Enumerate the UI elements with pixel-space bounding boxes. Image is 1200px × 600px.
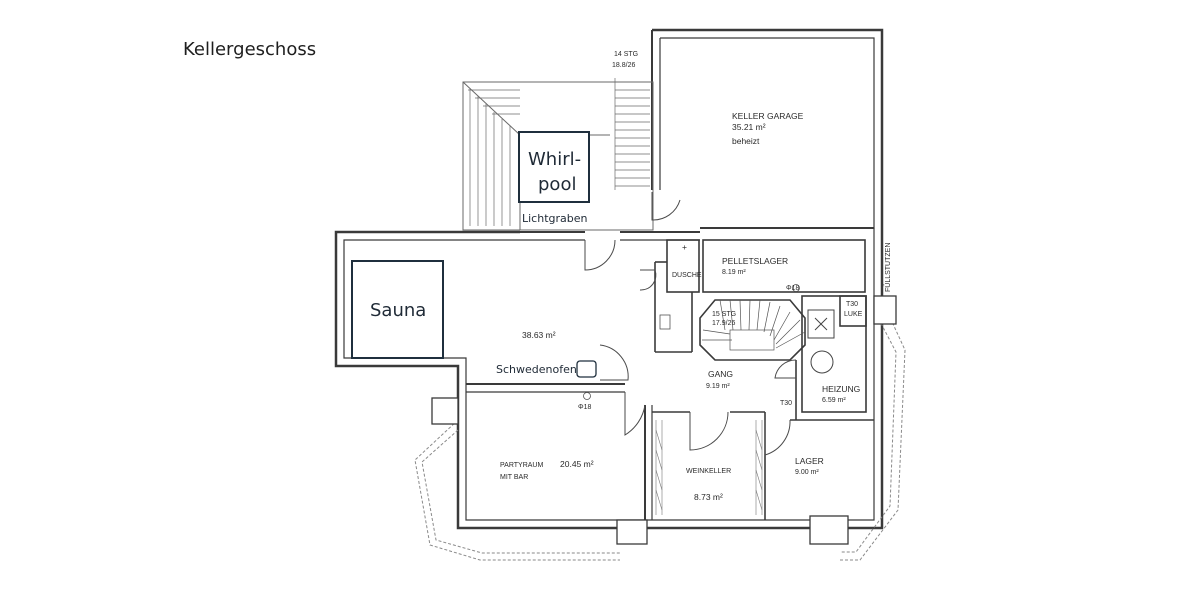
column-boxes [431,295,897,545]
weinkeller-area: 8.73 m² [694,492,723,502]
pelletslager-name: PELLETSLAGER [722,256,788,266]
column-box-3 [809,515,849,545]
column-box-2 [616,519,648,545]
dusche-walls [666,239,700,293]
walls [334,28,884,530]
doors [584,192,797,456]
partyraum-name-2: MIT BAR [500,474,528,481]
wc-fixture [659,314,671,330]
inner-stair-treads [702,299,806,351]
inner-stair-steps-label: 15 STG [712,311,736,318]
door-weinkeller [689,411,729,451]
stair-diag [462,81,521,136]
gang-area: 9.19 m² [706,383,730,390]
whirlpool-box [518,131,590,203]
outer-stair-steps-label: 14 STG [614,51,638,58]
gang-name: GANG [708,369,733,379]
diameter-label-bottom: Φ18 [578,404,591,411]
sauna-label: Sauna [370,300,426,321]
fixtures [583,284,800,400]
schwedenofen-label: Schwedenofen [496,363,577,376]
heizung-walls [801,295,867,413]
door-wc [639,269,657,291]
bay-right [840,299,906,561]
sauna-box [351,260,444,359]
outer-stair-ratio-label: 18.8/26 [612,62,635,69]
heizung-name: HEIZUNG [822,384,860,394]
column-box-1 [431,397,459,425]
door-main-gang [599,344,629,381]
garage-area: 35.21 m² [732,122,766,132]
pelletslager-area: 8.19 m² [722,269,746,276]
lichtgraben-outline [462,81,654,231]
schwedenofen-box [576,360,597,378]
garage-wall-outer [652,28,884,295]
main-outer-wall [334,230,884,530]
luke-walls [839,295,867,327]
door-north [584,239,616,271]
door-lager [764,419,791,456]
boiler-box [807,309,835,339]
heizung-equipment [807,309,835,374]
partyraum-area: 20.45 m² [560,459,594,469]
whirlpool-label-2: pool [538,174,576,195]
bay-left [414,419,620,561]
garage-wall-inner [660,37,875,229]
weinkeller-name: WEINKELLER [686,468,731,475]
column-box-4 [873,295,897,325]
heizung-area: 6.59 m² [822,397,846,404]
bay-windows [414,299,906,561]
lager-name: LAGER [795,456,824,466]
partyraum-name-1: PARTYRAUM [500,462,543,469]
tank-circle [810,350,834,374]
main-room-area: 38.63 m² [522,330,556,340]
diameter-label-top: Φ18 [786,285,799,292]
inner-stair-well [699,299,806,361]
lager-area: 9.00 m² [795,469,819,476]
bay-right-inner [840,309,897,553]
garage-note: beheizt [732,136,760,146]
door-garage [651,192,681,221]
lichtgraben-label: Lichtgraben [522,212,588,225]
door-partyraum [624,392,646,436]
t30-luke-label: T30 [846,301,858,308]
page-title: Kellergeschoss [183,39,317,60]
weinkeller-racks [655,420,763,515]
chimney-2 [792,284,800,292]
outer-stair-steps [468,78,650,226]
luke-label: LUKE [844,311,863,318]
garage-name: KELLER GARAGE [732,111,804,121]
door-heizung [774,359,797,379]
bay-left-inner [421,429,620,554]
t30-door-label: T30 [780,400,792,407]
whirlpool-label-1: Whirl- [528,149,581,170]
main-inner-wall [343,239,875,521]
inner-stair-ratio-label: 17.9/26 [712,320,735,327]
pelletslager-walls [702,239,866,293]
dusche-plus: + [682,242,687,252]
outer-stair-area [462,78,654,231]
chimney-1 [583,392,591,400]
dusche-name: DUSCHE [672,272,702,279]
fullstutzen-label: FÜLLSTUTZEN [884,243,892,292]
